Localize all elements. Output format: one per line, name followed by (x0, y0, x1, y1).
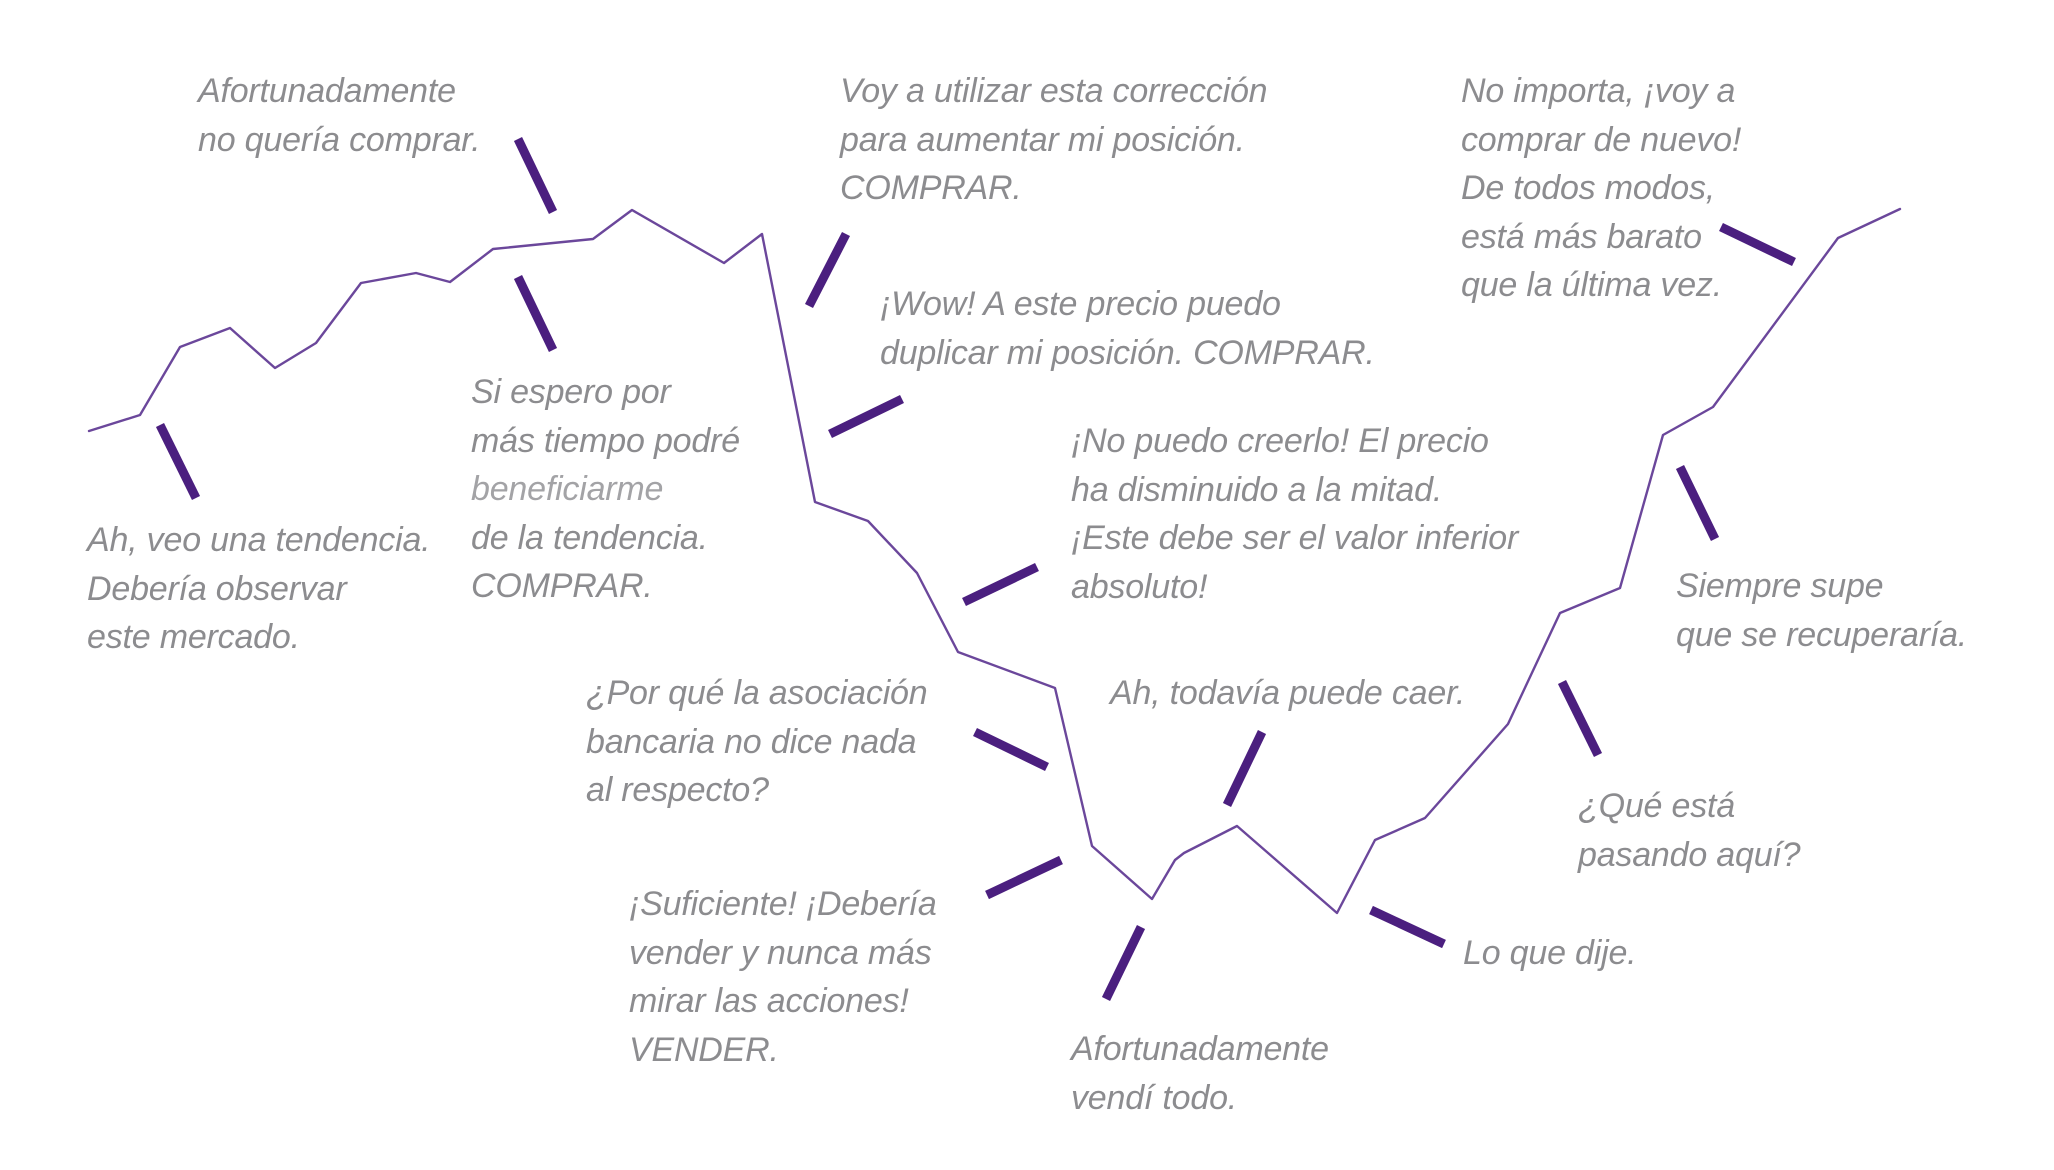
annotation-wow-double: ¡Wow! A este precio puedo duplicar mi po… (880, 280, 1375, 377)
annotation-bank-association-line-2: bancaria no dice nada (586, 722, 917, 761)
annotation-bank-association: ¿Por qué la asociación bancaria no dice … (586, 669, 928, 815)
annotation-fortunately-not-buy-line-1: Afortunadamente (198, 72, 456, 110)
annotation-cant-believe-line-2: ha disminuido a la mitad. (1071, 470, 1443, 509)
annotation-knew-recover-line-1: Siempre supe (1676, 567, 1884, 605)
annotation-trend: Ah, veo una tendencia. Debería observar … (87, 516, 431, 662)
annotation-wait-benefit-line-5: COMPRAR. (471, 567, 653, 605)
annotation-still-fall: Ah, todavía puede caer. (1110, 669, 1465, 718)
bank-association-tick (973, 727, 1049, 772)
annotation-wait-benefit: Si espero por más tiempo podré beneficia… (471, 368, 740, 611)
annotation-wait-benefit-line-4: de la tendencia. (471, 518, 708, 557)
price-line (87, 207, 1902, 915)
annotation-sold-all-line-1: Afortunadamente (1071, 1030, 1329, 1068)
sold-all-tick (1101, 925, 1146, 1001)
enough-sell-tick (985, 855, 1063, 900)
wow-double-tick (828, 394, 904, 439)
annotation-use-correction-line-3: COMPRAR. (840, 169, 1022, 207)
annotation-trend-line-3: este mercado. (87, 618, 300, 656)
annotation-use-correction-line-2: para aumentar mi posición. (840, 120, 1245, 159)
knew-recover-tick (1675, 465, 1720, 541)
annotation-ticks (155, 137, 1796, 1001)
annotation-buy-again-line-4: está más barato (1461, 217, 1702, 256)
annotation-buy-again-line-2: comprar de nuevo! (1461, 120, 1742, 159)
annotation-cant-believe-line-3: ¡Este debe ser el valor inferior (1071, 519, 1519, 557)
annotation-still-fall-line-1: Ah, todavía puede caer. (1110, 674, 1466, 712)
annotation-cant-believe-line-4: absoluto! (1071, 567, 1208, 606)
annotation-enough-sell-line-4: VENDER. (629, 1030, 779, 1069)
annotation-whats-happening-line-1: ¿Qué está (1578, 787, 1735, 825)
annotation-buy-again-line-3: De todos modos, (1461, 169, 1716, 207)
annotation-told-you-line-1: Lo que dije. (1463, 934, 1637, 972)
wait-benefit-tick (513, 275, 558, 352)
annotation-trend-line-2: Debería observar (87, 569, 347, 608)
annotation-wait-benefit-line-2: más tiempo podré (471, 421, 740, 460)
annotation-buy-again-line-5: que la última vez. (1461, 266, 1722, 304)
annotation-cant-believe: ¡No puedo creerlo! El precio ha disminui… (1071, 417, 1518, 611)
annotation-whats-happening: ¿Qué está pasando aquí? (1578, 782, 1801, 879)
annotation-whats-happening-line-2: pasando aquí? (1578, 835, 1801, 874)
fortunately-not-buy-tick (513, 137, 558, 214)
annotation-use-correction: Voy a utilizar esta corrección para aume… (840, 67, 1268, 213)
annotation-enough-sell: ¡Suficiente! ¡Debería vender y nunca más… (629, 880, 937, 1074)
annotation-knew-recover-line-2: que se recuperaría. (1676, 615, 1968, 654)
trend-tick (155, 423, 201, 500)
annotation-bank-association-line-3: al respecto? (586, 771, 769, 809)
annotation-sold-all: Afortunadamente vendí todo. (1071, 1025, 1329, 1122)
annotation-wait-benefit-line-1: Si espero por (471, 373, 671, 411)
annotation-fortunately-not-buy-line-2: no quería comprar. (198, 120, 481, 159)
buy-again-tick (1719, 222, 1796, 267)
annotation-buy-again-line-1: No importa, ¡voy a (1461, 72, 1736, 110)
annotation-enough-sell-line-3: mirar las acciones! (629, 982, 909, 1020)
annotation-buy-again: No importa, ¡voy a comprar de nuevo! De … (1461, 67, 1741, 310)
annotation-sold-all-line-2: vendí todo. (1071, 1078, 1238, 1117)
annotation-fortunately-not-buy: Afortunadamente no quería comprar. (198, 67, 481, 164)
annotation-told-you: Lo que dije. (1463, 929, 1637, 978)
annotation-wait-benefit-line-3: beneficiarme (471, 470, 664, 508)
whats-happening-tick (1557, 680, 1603, 757)
still-fall-tick (1222, 730, 1267, 807)
annotation-use-correction-line-1: Voy a utilizar esta corrección (840, 72, 1268, 110)
use-correction-tick (804, 231, 851, 309)
annotation-enough-sell-line-2: vender y nunca más (629, 933, 932, 972)
annotation-knew-recover: Siempre supe que se recuperaría. (1676, 562, 1967, 659)
cant-believe-tick (962, 562, 1039, 607)
annotation-wow-double-line-2: duplicar mi posición. COMPRAR. (880, 333, 1375, 372)
annotation-cant-believe-line-1: ¡No puedo creerlo! El precio (1071, 422, 1489, 460)
annotation-bank-association-line-1: ¿Por qué la asociación (586, 674, 928, 712)
told-you-tick (1369, 905, 1446, 949)
annotation-wow-double-line-1: ¡Wow! A este precio puedo (880, 285, 1281, 323)
annotation-trend-line-1: Ah, veo una tendencia. (87, 521, 431, 559)
annotation-enough-sell-line-1: ¡Suficiente! ¡Debería (629, 885, 937, 923)
